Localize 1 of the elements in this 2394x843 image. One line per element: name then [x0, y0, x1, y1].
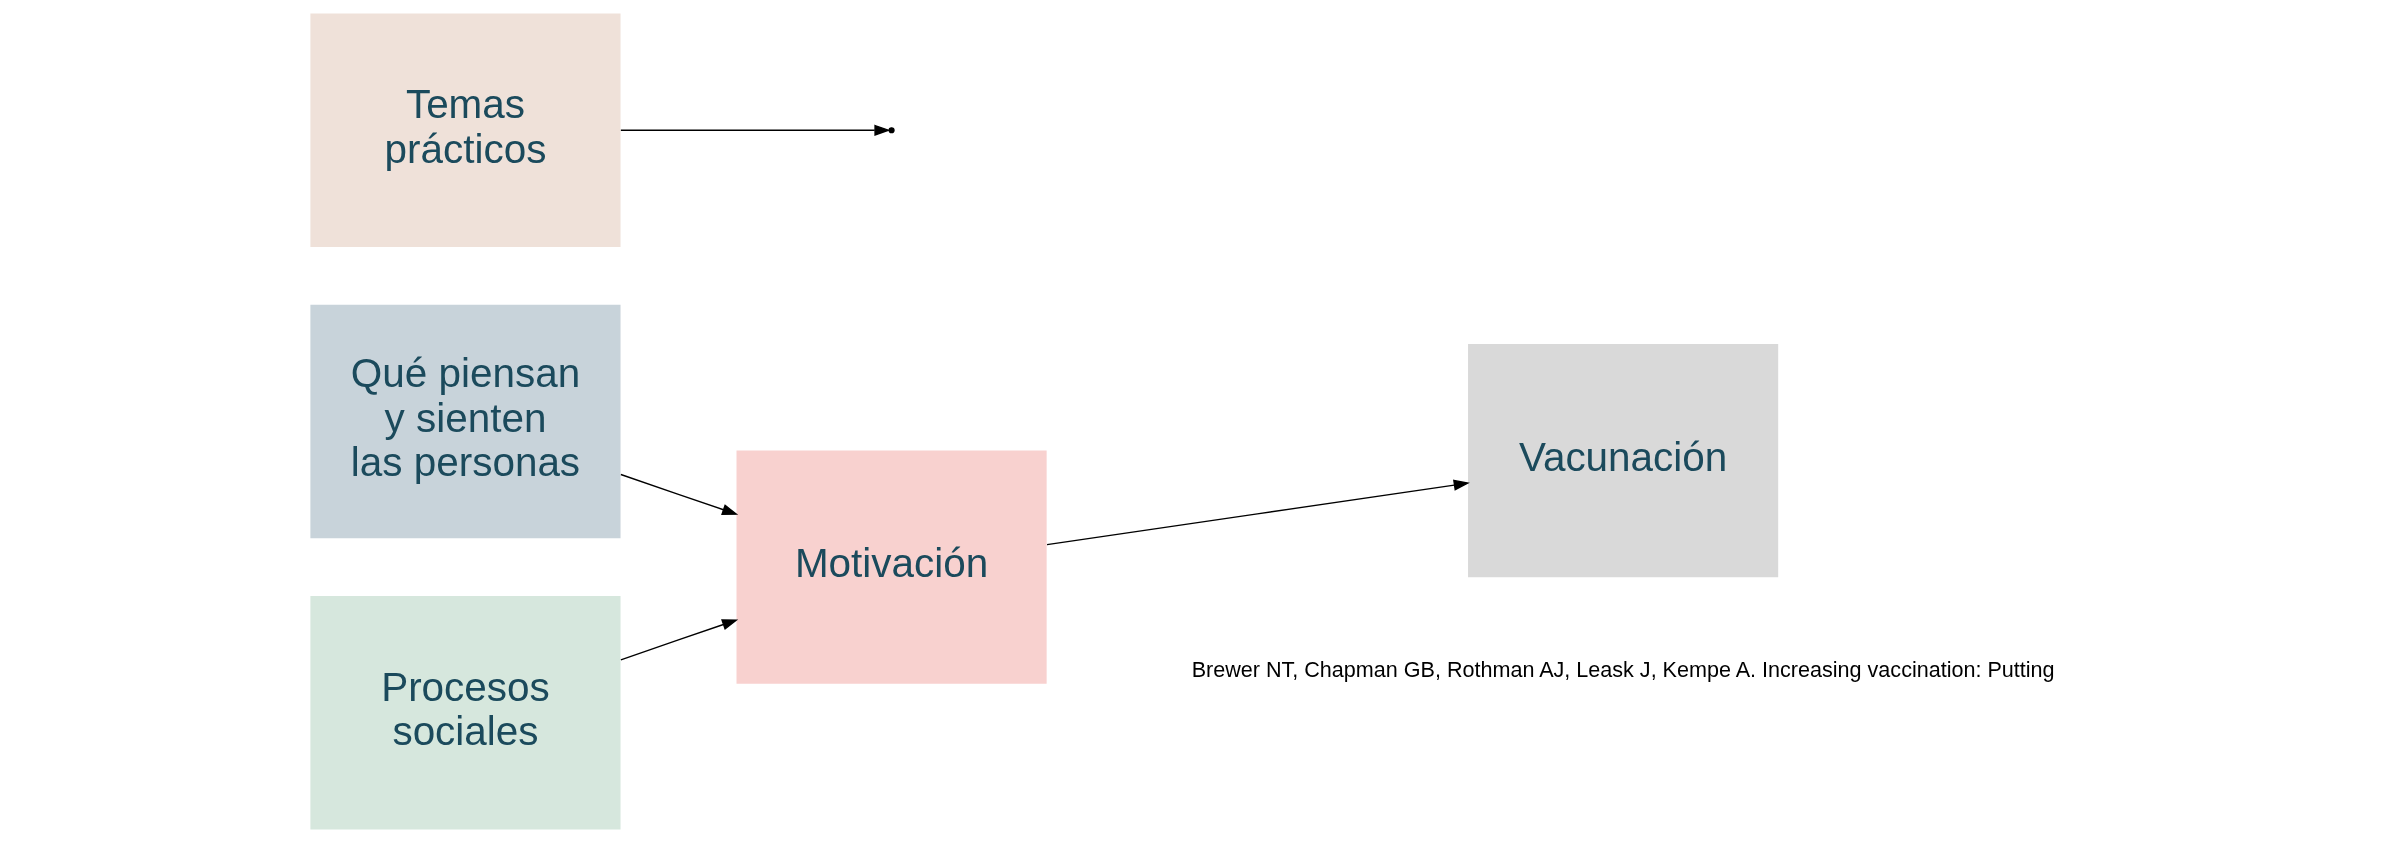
- label: Brewer NT, Chapman GB, Rothman AJ, Leask J, Kempe A. Increasing vaccination: Putting: [1191, 657, 2055, 683]
